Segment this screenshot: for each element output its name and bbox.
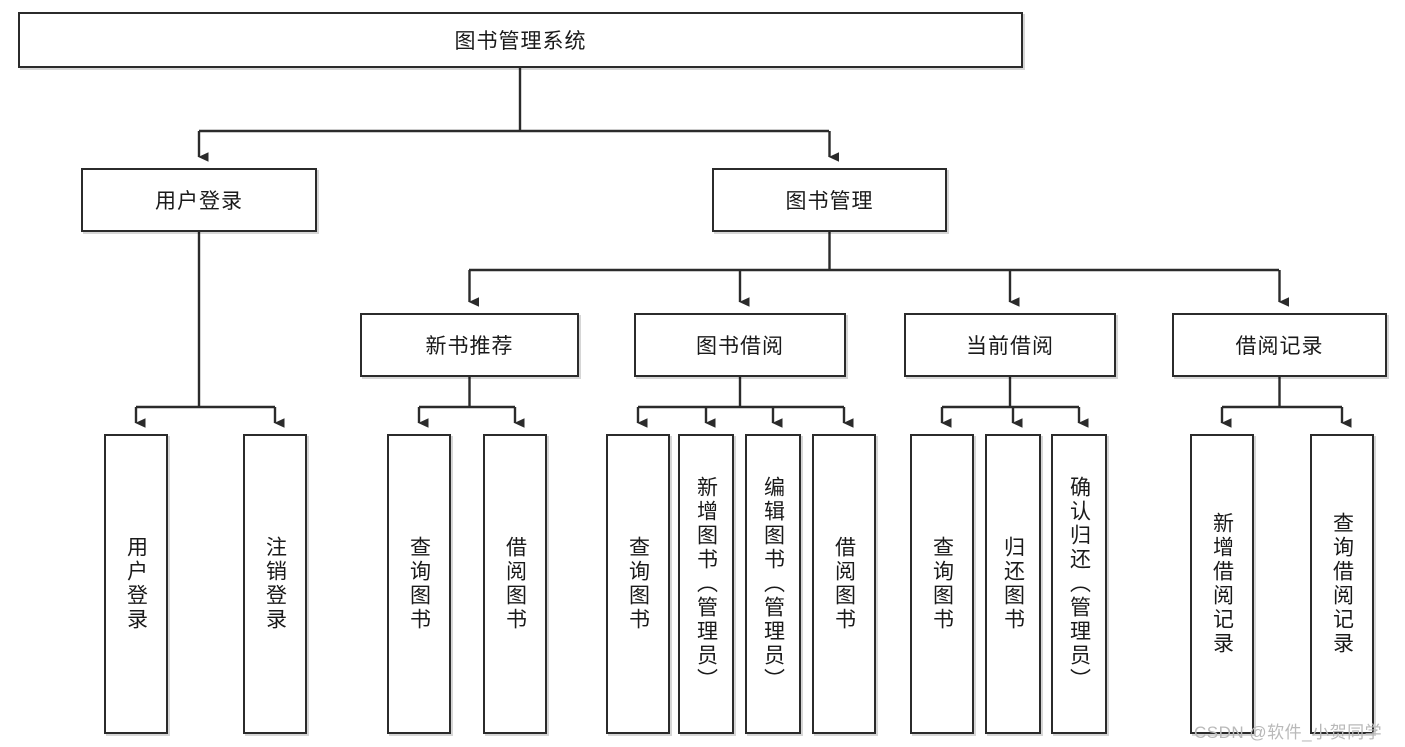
- node-label: 查询图书: [626, 536, 650, 632]
- node-label: 查询借阅记录: [1330, 512, 1354, 656]
- node-label: 编辑图书（管理员）: [761, 476, 785, 692]
- node-leaf-12[interactable]: 查询借阅记录: [1310, 434, 1374, 734]
- node-level2-0[interactable]: 用户登录: [81, 168, 317, 232]
- node-label: 借阅记录: [1235, 335, 1324, 358]
- node-label: 查询图书: [930, 536, 954, 632]
- node-label: 当前借阅: [966, 335, 1054, 358]
- node-root-system[interactable]: 图书管理系统: [18, 12, 1023, 68]
- node-label: 注销登录: [263, 536, 287, 632]
- watermark-text: CSDN @软件_小贺同学: [1194, 723, 1383, 742]
- node-label: 用户登录: [124, 536, 148, 632]
- node-label: 新书推荐: [425, 335, 514, 358]
- node-label: 新增借阅记录: [1210, 512, 1234, 656]
- node-leaf-1[interactable]: 注销登录: [243, 434, 307, 734]
- node-leaf-3[interactable]: 借阅图书: [483, 434, 547, 734]
- node-level2-1[interactable]: 图书管理: [712, 168, 947, 232]
- node-label: 图书借阅: [696, 335, 784, 358]
- node-label: 用户登录: [155, 190, 243, 213]
- node-leaf-2[interactable]: 查询图书: [387, 434, 451, 734]
- node-label: 借阅图书: [832, 536, 856, 632]
- node-leaf-5[interactable]: 新增图书（管理员）: [678, 434, 734, 734]
- node-level3-3[interactable]: 借阅记录: [1172, 313, 1387, 377]
- node-level3-0[interactable]: 新书推荐: [360, 313, 579, 377]
- node-label: 图书管理系统: [454, 30, 587, 53]
- node-label: 借阅图书: [503, 536, 527, 632]
- node-leaf-6[interactable]: 编辑图书（管理员）: [745, 434, 801, 734]
- node-leaf-9[interactable]: 归还图书: [985, 434, 1041, 734]
- node-level3-1[interactable]: 图书借阅: [634, 313, 846, 377]
- node-leaf-7[interactable]: 借阅图书: [812, 434, 876, 734]
- node-label: 归还图书: [1001, 536, 1025, 632]
- node-label: 图书管理: [785, 190, 874, 213]
- node-leaf-10[interactable]: 确认归还（管理员）: [1051, 434, 1107, 734]
- node-label: 确认归还（管理员）: [1067, 476, 1091, 692]
- node-leaf-0[interactable]: 用户登录: [104, 434, 168, 734]
- node-label: 查询图书: [407, 536, 431, 632]
- node-leaf-11[interactable]: 新增借阅记录: [1190, 434, 1254, 734]
- node-label: 新增图书（管理员）: [694, 476, 718, 692]
- node-leaf-4[interactable]: 查询图书: [606, 434, 670, 734]
- node-leaf-8[interactable]: 查询图书: [910, 434, 974, 734]
- node-level3-2[interactable]: 当前借阅: [904, 313, 1116, 377]
